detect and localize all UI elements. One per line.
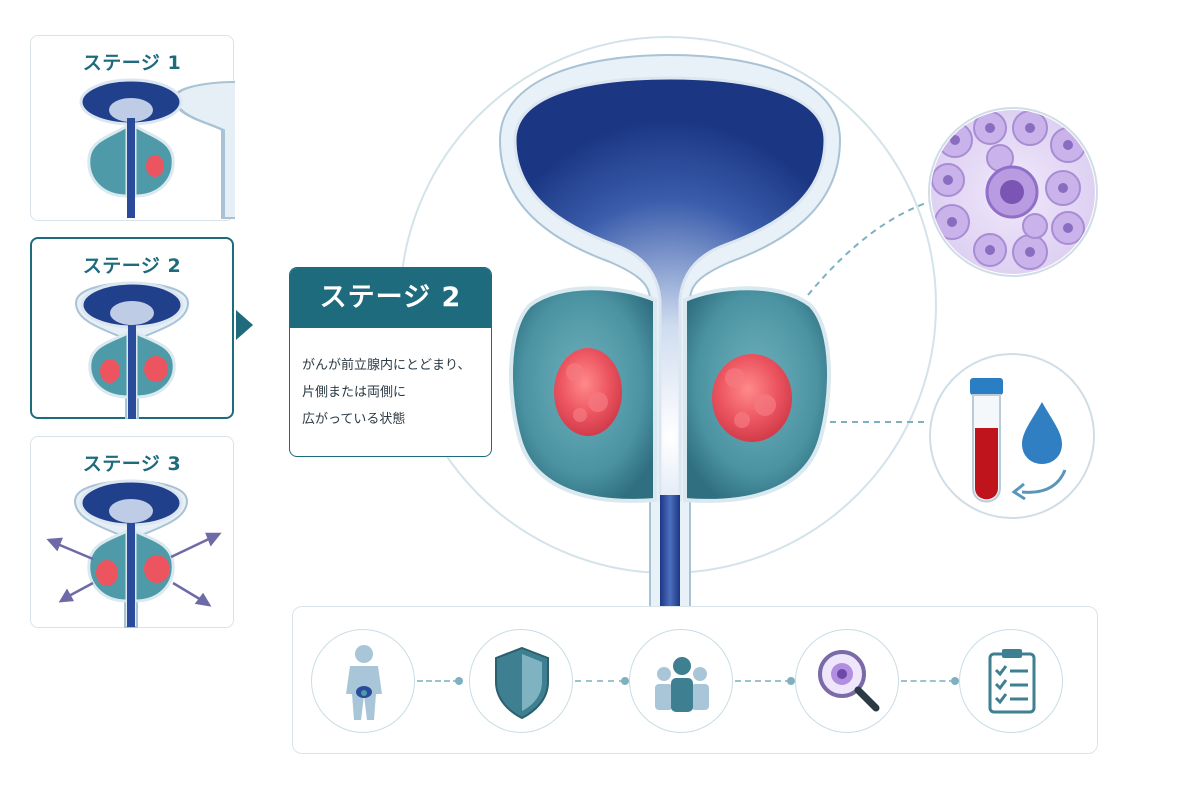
urethra [660,495,680,637]
magnifier-cell-icon[interactable] [795,629,899,733]
selection-pointer [236,310,253,340]
tumor-left [554,348,622,436]
description-line: 片側または両側に [302,385,407,400]
group-icon[interactable] [629,629,733,733]
blood-drop-icon [1022,402,1062,464]
stage-card-2[interactable]: ステージ 2 [30,237,234,419]
stage-3-prostate-icon [46,479,222,628]
blood-test-circle [929,353,1095,519]
description-line: 広がっている状態 [302,412,406,427]
connector-line [575,677,629,685]
connector-line [417,677,463,685]
stage-info-box: ステージ 2 がんが前立腺内にとどまり、 片側または両側に 広がっている状態 [289,267,492,457]
histology-zoom-circle [928,107,1098,277]
stage-card-label: ステージ 1 [82,52,182,74]
test-tube-icon [970,378,1003,503]
stage-info-description: がんが前立腺内にとどまり、 片側または両側に 広がっている状態 [290,328,491,433]
stage-2-prostate-icon [74,281,190,419]
connector-line-histology [807,199,936,296]
return-arrow-icon [1021,469,1067,494]
spread-arrows-icon [46,532,222,607]
connector-line [901,677,959,685]
description-line: がんが前立腺内にとどまり、 [302,358,471,373]
bladder-lumen [513,76,827,502]
stage-info-title: ステージ 2 [290,268,491,328]
tumor-right [712,354,792,442]
stage-1-prostate-icon [79,78,235,219]
stage-card-1[interactable]: ステージ 1 [30,35,235,221]
connector-line [735,677,795,685]
bottom-icon-panel [292,606,1098,754]
shield-icon[interactable] [469,629,573,733]
stage-card-3[interactable]: ステージ 3 [30,436,234,628]
stage-card-label: ステージ 3 [82,453,182,475]
stage-card-label: ステージ 2 [82,255,182,277]
checklist-icon[interactable] [959,629,1063,733]
body-icon[interactable] [311,629,415,733]
